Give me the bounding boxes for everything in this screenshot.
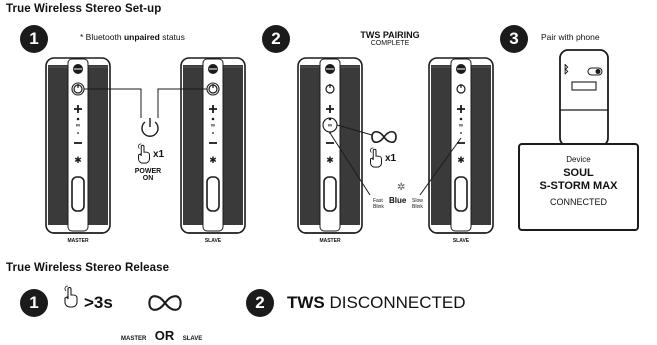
setup-step1-note: * Bluetooth unpaired status (80, 32, 185, 42)
sun-light-icon: ✲ (397, 182, 406, 193)
setup-title: True Wireless Stereo Set-up (6, 3, 162, 15)
phone-icon (559, 49, 609, 147)
setup-step3-badge: 3 (500, 25, 528, 53)
step2-slave-label: SLAVE (452, 238, 470, 244)
release-role-choice: MASTER OR SLAVE (121, 328, 203, 343)
release-tap-hand-icon (64, 285, 78, 308)
device-card: Device SOUL S-STORM MAX CONNECTED (518, 143, 639, 231)
step3-header: Pair with phone (541, 32, 600, 42)
power-icon (141, 118, 159, 137)
slow-blink-label: Slow Blink (412, 198, 423, 210)
device-name-line2: S-STORM MAX (539, 180, 618, 192)
bluetooth-icon: ᛒ (563, 64, 570, 76)
tws-infinity-icon (371, 130, 397, 144)
step2-header: TWS PAIRING COMPLETE (360, 30, 420, 47)
speaker-slave-step2 (428, 57, 494, 234)
step1-slave-label: SLAVE (204, 238, 222, 244)
setup-step1-badge: 1 (20, 25, 48, 53)
release-step1-badge: 1 (20, 289, 48, 317)
device-name-line1: SOUL (563, 167, 594, 179)
device-label: Device (566, 155, 591, 164)
step2-tap-hand-icon (369, 147, 383, 168)
release-step2-badge: 2 (246, 289, 274, 317)
tap-hand-icon (137, 143, 151, 164)
step1-action: POWER ON (134, 168, 162, 182)
step1-tap-count: x1 (153, 149, 165, 160)
release-hold-time: >3s (84, 293, 113, 312)
step2-master-label: MASTER (319, 238, 341, 244)
device-status: CONNECTED (549, 197, 607, 207)
release-infinity-icon (148, 295, 182, 311)
speaker-master-step1 (45, 57, 111, 234)
setup-step2-badge: 2 (262, 25, 290, 53)
speaker-slave-step1 (180, 57, 246, 234)
tws-disconnected-text: TWS DISCONNECTED (287, 293, 466, 312)
step1-master-label: MASTER (67, 238, 89, 244)
speaker-master-step2 (297, 57, 363, 234)
led-color-label: Blue (389, 196, 407, 205)
step2-tap-count: x1 (385, 153, 397, 164)
release-title: True Wireless Stereo Release (6, 262, 170, 274)
fast-blink-label: Fast Blink (373, 198, 384, 210)
